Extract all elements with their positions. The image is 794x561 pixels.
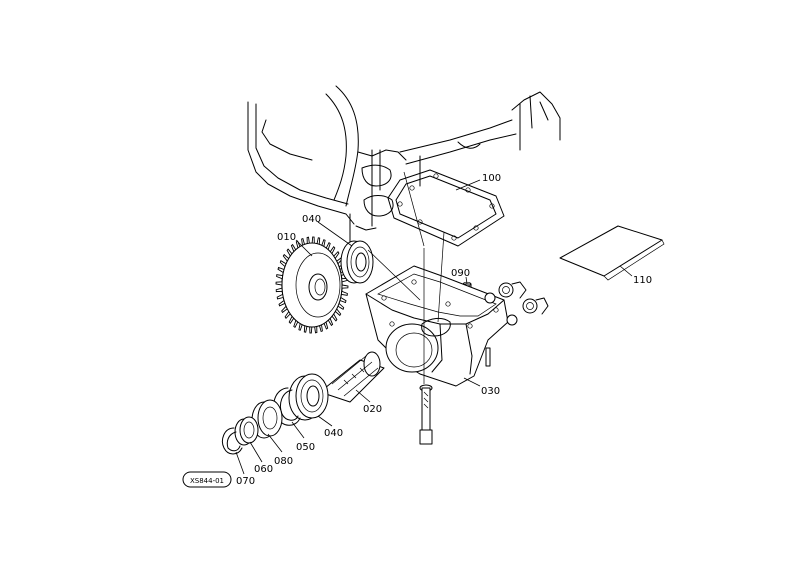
label-020: 020	[363, 404, 382, 415]
label-100: 100	[482, 173, 501, 184]
part-labels: 010 040 100 090 110 020 030 040 050 080 …	[236, 173, 652, 487]
bolt-long	[419, 384, 433, 445]
case-030	[365, 265, 549, 387]
reference-stamp: XS844-01	[182, 471, 232, 488]
oil-seal-060	[234, 416, 259, 446]
label-040-upper: 040	[302, 214, 321, 225]
label-110: 110	[633, 275, 652, 286]
circlip-070	[221, 427, 243, 455]
gasket-100	[387, 169, 505, 247]
label-060: 060	[254, 464, 273, 475]
sheet-110	[559, 225, 665, 281]
shaft-020	[319, 351, 385, 403]
bearing-040-upper	[340, 240, 374, 284]
gear-010	[275, 236, 349, 334]
label-040-lower: 040	[324, 428, 343, 439]
stamp-code: XS844-01	[190, 477, 224, 485]
label-010: 010	[277, 232, 296, 243]
label-080: 080	[274, 456, 293, 467]
label-070: 070	[236, 476, 255, 487]
label-030: 030	[481, 386, 500, 397]
leader-lines	[235, 171, 633, 475]
transmission-housing	[247, 85, 561, 245]
label-050: 050	[296, 442, 315, 453]
bearing-040-lower	[288, 373, 329, 421]
label-090: 090	[451, 268, 470, 279]
